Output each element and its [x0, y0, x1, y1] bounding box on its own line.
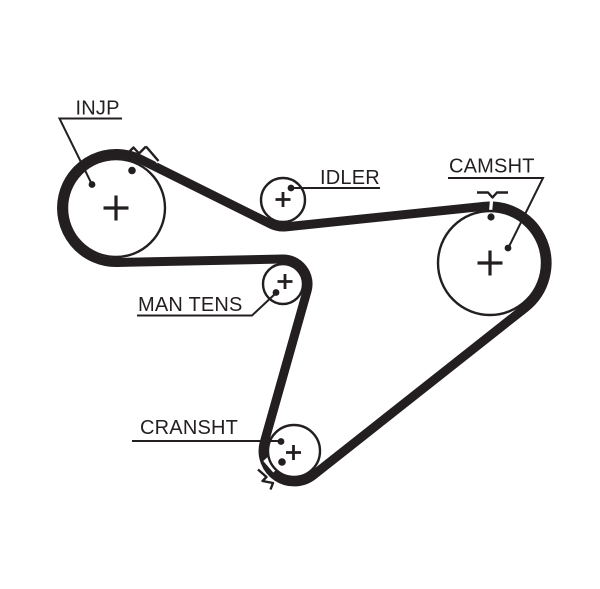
pulley-idler [259, 176, 307, 224]
cransht-center-cross [286, 445, 301, 460]
timing-belt [57, 149, 552, 487]
label-man-tens-leader-dot [272, 289, 280, 296]
label-cransht: CRANSHT [132, 417, 285, 445]
man-tens-center-cross [277, 274, 293, 289]
pulley-man-tens-circle [261, 262, 305, 306]
cransht-timing-dot [278, 458, 286, 466]
label-camsht-text: CAMSHT [449, 156, 535, 178]
injp-zigzag-tail [145, 145, 160, 162]
label-man-tens-text: MAN TENS [138, 294, 243, 316]
label-injp: INJP [57, 98, 122, 188]
idler-center-cross [275, 192, 291, 207]
label-idler: IDLER [287, 167, 380, 192]
pulley-camsht [436, 209, 544, 317]
label-idler-leader-dot [287, 184, 295, 192]
label-cransht-leader-dot [277, 438, 285, 445]
label-man-tens-leader [137, 292, 277, 317]
injp-timing-dot [128, 166, 136, 175]
injp-rotation-zigzag-mark [124, 145, 147, 157]
injp-center-cross [103, 195, 129, 221]
label-injp-leader-dot [88, 181, 96, 188]
cransht-rotation-zigzag-mark [257, 468, 275, 490]
label-camsht-leader-dot [504, 244, 512, 252]
label-camsht: CAMSHT [448, 156, 545, 252]
label-injp-leader [57, 117, 122, 184]
pulley-injp [65, 157, 167, 259]
label-man-tens: MAN TENS [137, 289, 280, 317]
pulley-man-tens [261, 262, 305, 306]
label-camsht-leader [448, 177, 545, 248]
camsht-center-cross [477, 250, 503, 276]
label-idler-text: IDLER [320, 167, 380, 189]
label-injp-text: INJP [76, 98, 120, 120]
label-cransht-text: CRANSHT [140, 417, 238, 439]
pulley-cransht [266, 423, 322, 479]
camsht-alignment-notch-mark [477, 191, 508, 199]
camsht-timing-dot [487, 213, 495, 221]
